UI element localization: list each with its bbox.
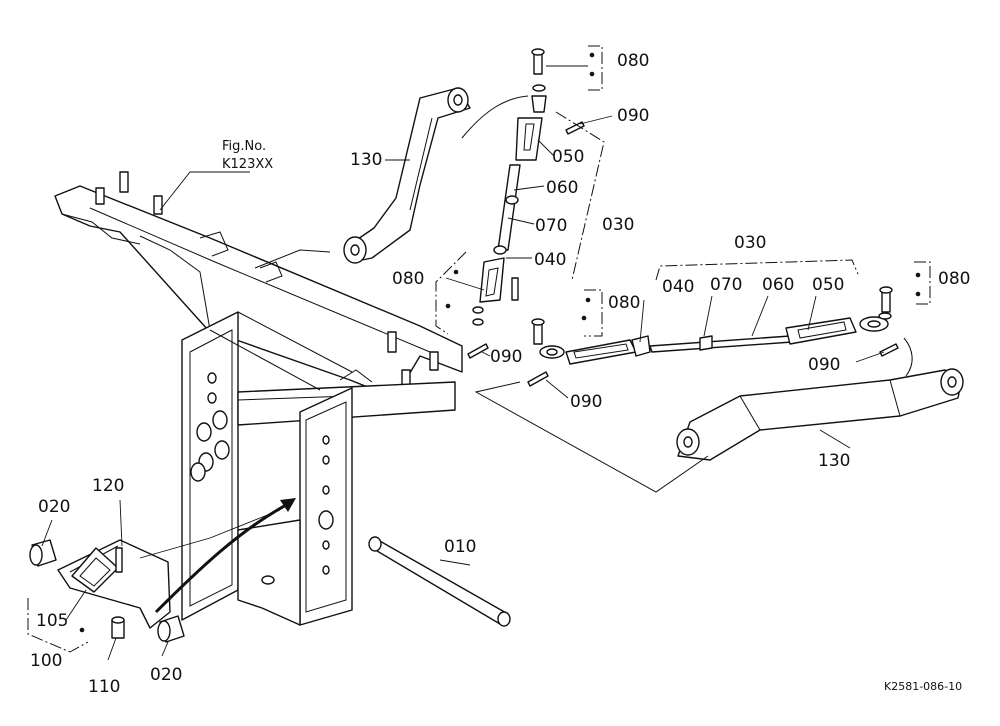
split-pin-090-mid <box>467 343 489 359</box>
label-130-left: 130 <box>350 150 382 170</box>
label-080-mid-left: 080 <box>392 269 424 289</box>
label-060-left: 060 <box>546 178 578 198</box>
horizontal-link <box>531 286 893 365</box>
bracket-assembly <box>29 539 185 643</box>
label-050-right: 050 <box>812 275 844 295</box>
fig-ref-number: K123XX <box>222 157 273 172</box>
arm-curved-arrow-top <box>461 95 529 139</box>
bracket-080-mid-left <box>435 251 467 335</box>
bracket-030-right <box>655 259 859 281</box>
frame-assembly <box>54 171 463 626</box>
label-060-right: 060 <box>762 275 794 295</box>
label-010: 010 <box>444 537 476 557</box>
label-080-right: 080 <box>938 269 970 289</box>
label-030-left: 030 <box>602 215 634 235</box>
install-arrow-head <box>280 498 296 512</box>
label-040-left: 040 <box>534 250 566 270</box>
bracket-100 <box>27 598 89 653</box>
label-100: 100 <box>30 651 62 671</box>
label-090-right: 090 <box>808 355 840 375</box>
label-040-right: 040 <box>662 277 694 297</box>
label-105: 105 <box>36 611 68 631</box>
label-050-left: 050 <box>552 147 584 167</box>
label-130-right: 130 <box>818 451 850 471</box>
bracket-030-left <box>555 111 605 281</box>
drawbar <box>368 536 511 627</box>
label-080-mid: 080 <box>608 293 640 313</box>
bracket-080-mid <box>584 289 603 337</box>
label-070-left: 070 <box>535 216 567 236</box>
label-020-top: 020 <box>38 497 70 517</box>
label-090-mid-left: 090 <box>490 347 522 367</box>
arm-curved-arrow-right <box>903 337 913 377</box>
label-090-top: 090 <box>617 106 649 126</box>
label-080-top: 080 <box>617 51 649 71</box>
label-030-right: 030 <box>734 233 766 253</box>
label-020-bottom: 020 <box>150 665 182 685</box>
lift-arm-right <box>676 368 964 461</box>
label-090-lower: 090 <box>570 392 602 412</box>
bracket-080-right <box>914 261 931 305</box>
drawing-code: K2581-086-10 <box>884 680 962 693</box>
label-110: 110 <box>88 677 120 697</box>
fig-ref-leader <box>159 171 250 211</box>
label-070-right: 070 <box>710 275 742 295</box>
reference-line <box>474 381 709 493</box>
lift-arm-left <box>343 87 471 264</box>
label-120: 120 <box>92 476 124 496</box>
fig-ref-title: Fig.No. <box>222 139 266 154</box>
vertical-link <box>472 48 547 326</box>
bracket-080-top <box>588 45 603 91</box>
split-pin-090-right <box>879 343 899 357</box>
